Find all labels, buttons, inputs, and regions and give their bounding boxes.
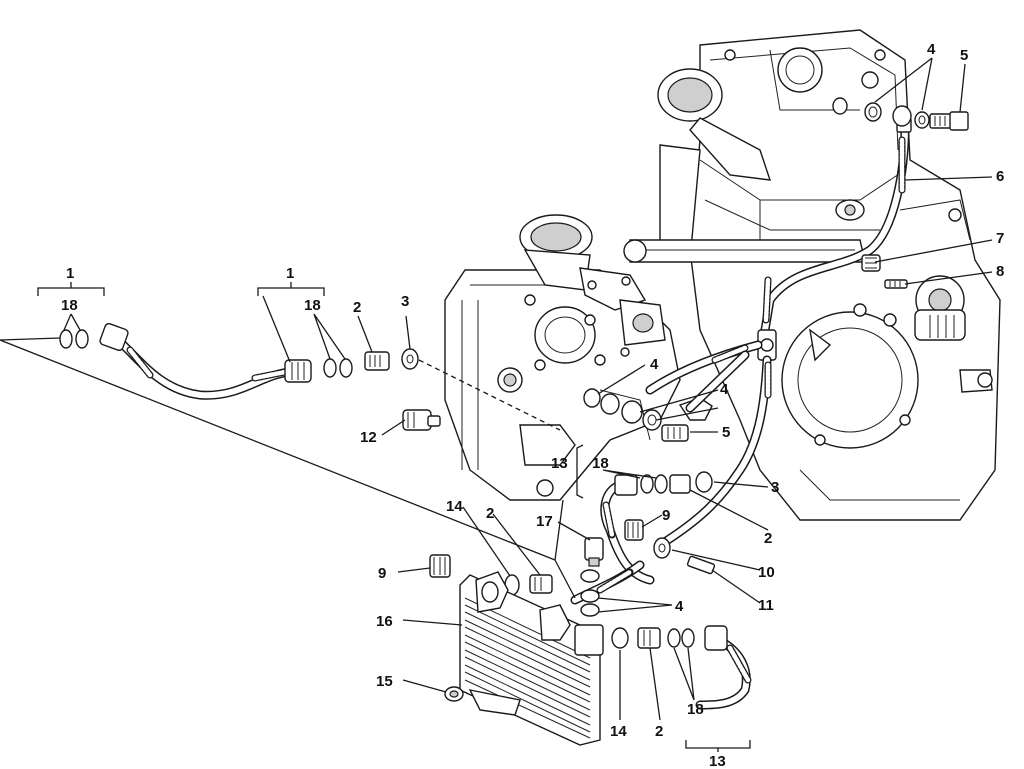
- washer-14-bottom: [611, 627, 629, 649]
- o-rings-18-d: [667, 628, 695, 648]
- callout-4-middle-a: 4: [650, 356, 659, 373]
- callout-3-upper: 3: [401, 293, 409, 310]
- oil-hose-upper: [645, 117, 912, 550]
- callout-18-middle: 18: [592, 455, 609, 472]
- callout-4-middle-b: 4: [720, 381, 729, 398]
- fitting-9-lower: [429, 554, 451, 578]
- plug-17: [584, 537, 604, 567]
- o-rings-18-b: [323, 358, 353, 378]
- callout-18-lower: 18: [687, 701, 704, 718]
- union-fitting-7: [861, 254, 881, 272]
- banjo-bolt-upper-assembly: [832, 97, 969, 131]
- callout-16: 16: [376, 613, 393, 630]
- callout-10: 10: [758, 564, 775, 581]
- callout-15: 15: [376, 673, 393, 690]
- callout-11: 11: [758, 597, 774, 614]
- callout-18-left: 18: [61, 297, 78, 314]
- callout-2-middle: 2: [764, 530, 772, 547]
- callout-9-upper: 9: [662, 507, 670, 524]
- callout-5-top: 5: [960, 47, 968, 64]
- washer-3-upper: [401, 348, 419, 370]
- callout-13-middle: 13: [551, 455, 568, 472]
- fitting-9-upper: [624, 519, 644, 541]
- fitting-2-cooler-top: [529, 574, 553, 594]
- bolt-11: [686, 555, 716, 575]
- callout-1-right: 1: [286, 265, 294, 282]
- callout-14-lower: 14: [610, 723, 627, 740]
- o-rings-18-a: [59, 329, 89, 349]
- washer-10: [653, 537, 671, 559]
- callout-2-lower: 2: [655, 723, 663, 740]
- callout-9-lower: 9: [378, 565, 386, 582]
- callout-4-lower: 4: [675, 598, 684, 615]
- callout-labels: 1 18 1 18 2 3 4 5 6 7 8 4 4 5 12 13 18 3…: [61, 41, 1004, 769]
- leader-lines: [0, 57, 993, 752]
- engine-cylinder-head: [657, 29, 1001, 521]
- oil-cooler: [459, 571, 604, 746]
- callout-6: 6: [996, 168, 1004, 185]
- banjo-bolt-middle-assembly: [583, 350, 750, 442]
- callout-4-top: 4: [927, 41, 936, 58]
- callout-2-cooler: 2: [486, 505, 494, 522]
- callout-3-middle: 3: [771, 479, 779, 496]
- engine-crankcase-left: [444, 214, 681, 501]
- fitting-2-bottom: [637, 627, 661, 649]
- callout-5-middle: 5: [722, 424, 730, 441]
- callout-8: 8: [996, 263, 1004, 280]
- frame-tubes: [623, 144, 866, 263]
- callout-1-left: 1: [66, 265, 74, 282]
- bolt-8: [884, 279, 908, 289]
- callout-14-upper: 14: [446, 498, 463, 515]
- hose-13-lower: [695, 625, 752, 710]
- plug-12: [402, 409, 441, 431]
- grommet-15: [444, 686, 464, 702]
- washers-4-stack: [580, 569, 600, 617]
- callout-2-upper: 2: [353, 299, 361, 316]
- callout-12: 12: [360, 429, 377, 446]
- fitting-2-upper: [364, 351, 390, 371]
- callout-7: 7: [996, 230, 1004, 247]
- callout-13-lower: 13: [709, 753, 726, 769]
- callout-17: 17: [536, 513, 553, 530]
- callout-18-upper: 18: [304, 297, 321, 314]
- oil-hose-left: [99, 322, 312, 400]
